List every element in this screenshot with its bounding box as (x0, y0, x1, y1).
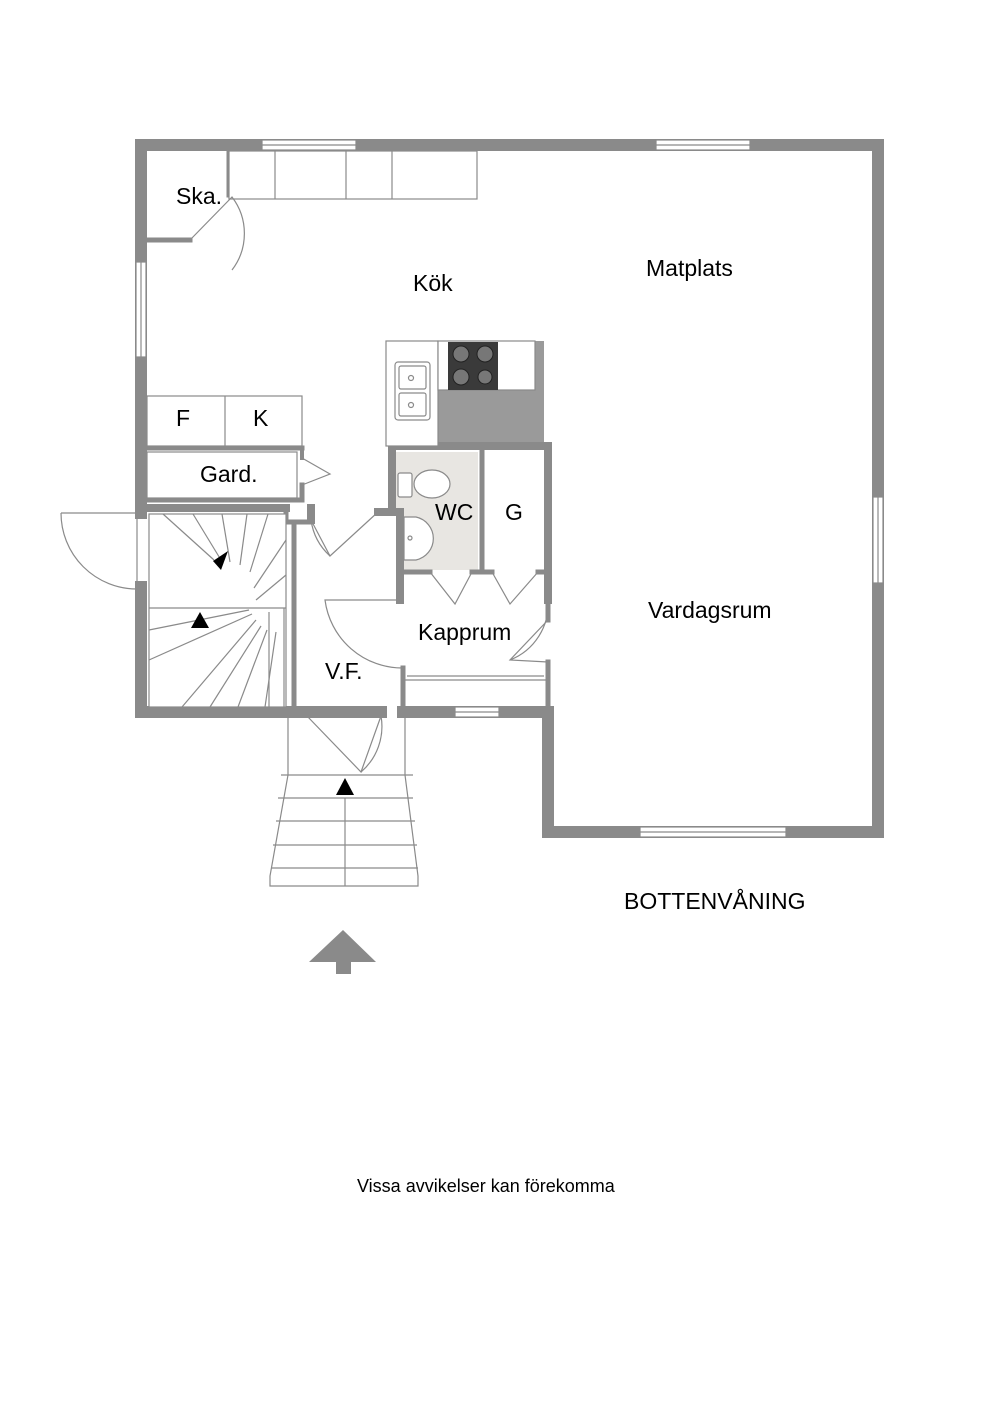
room-label-g: G (505, 499, 523, 525)
room-label-kok: Kök (413, 270, 453, 296)
wc-fixtures (397, 469, 451, 561)
room-label-gard: Gard. (200, 461, 258, 487)
kitchen-fixtures (228, 150, 536, 447)
room-label-f: F (176, 405, 190, 431)
disclaimer-text: Vissa avvikelser kan förekomma (357, 1176, 616, 1196)
kitchen-counter-edge (535, 341, 544, 391)
triangle-arrow-icon (213, 551, 228, 570)
kitchen-counter-block (437, 390, 544, 448)
triangle-arrow-icon (191, 612, 209, 628)
room-label-ska: Ska. (176, 183, 222, 209)
room-label-vardagsrum: Vardagsrum (648, 597, 772, 623)
room-label-matplats: Matplats (646, 255, 733, 281)
windows (135, 139, 884, 838)
room-label-kapprum: Kapprum (418, 619, 511, 645)
north-arrow-icon (309, 930, 376, 974)
room-label-k: K (253, 405, 269, 431)
room-label-vf: V.F. (325, 658, 363, 684)
washbasin-icon (403, 516, 434, 561)
triangle-arrow-icon (336, 778, 354, 795)
doors (60, 196, 549, 774)
wardrobe-fixtures (146, 395, 303, 499)
interior-stair (148, 513, 287, 708)
room-label-wc: WC (435, 499, 473, 525)
outer-walls (135, 139, 884, 838)
floor-name: BOTTENVÅNING (624, 887, 805, 914)
entrance-steps (269, 716, 419, 887)
toilet-icon (413, 469, 451, 499)
